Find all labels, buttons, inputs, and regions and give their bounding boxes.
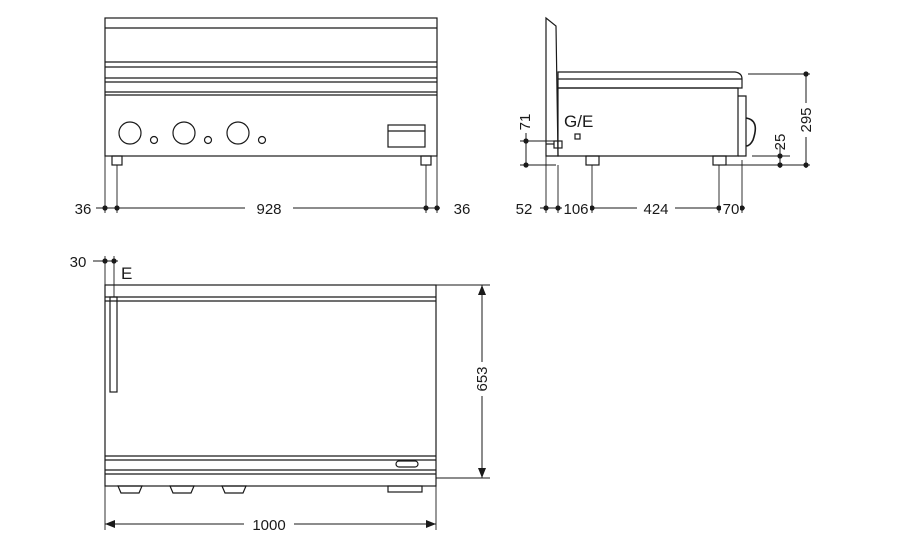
indicator-lamp-3 [257, 135, 267, 145]
side-foot-front [712, 155, 727, 166]
label-electric: E [121, 264, 132, 283]
side-backsplash [545, 16, 559, 157]
top-knob-3 [221, 485, 247, 494]
ge-connection-marker [574, 133, 581, 140]
top-view: 30 E 653 1000 [70, 254, 491, 534]
front-body-outline [104, 17, 438, 157]
dim-front-right-36: 36 [454, 201, 471, 218]
indicator-lamp-2 [203, 135, 213, 145]
front-foot-left [111, 155, 123, 166]
dim-front-left-36: 36 [75, 201, 92, 218]
dim-side-295: 295 [798, 107, 815, 132]
dim-side-106: 106 [563, 201, 588, 218]
side-foot-rear [585, 155, 600, 166]
dim-side-52: 52 [516, 201, 533, 218]
dim-side-424: 424 [643, 201, 668, 218]
dim-side-71: 71 [517, 114, 534, 131]
dim-side-70: 70 [723, 201, 740, 218]
dim-top-1000: 1000 [252, 517, 285, 534]
front-view: 36 928 36 [75, 17, 471, 218]
control-plate [387, 124, 426, 148]
side-griddle-plate [557, 71, 743, 89]
drawer-handle [395, 460, 419, 468]
arrowheads [105, 285, 486, 528]
dim-top-653: 653 [474, 366, 491, 391]
indicator-lamp-1 [149, 135, 159, 145]
top-body-outline [104, 284, 437, 487]
knob-3 [226, 121, 250, 145]
electric-connection-strip [109, 296, 118, 393]
knob-2 [172, 121, 196, 145]
side-view: G/E 71 295 25 [516, 16, 815, 218]
top-knob-2 [169, 485, 195, 494]
dim-top-30: 30 [70, 254, 87, 271]
front-foot-right [420, 155, 432, 166]
top-knob-1 [117, 485, 143, 494]
knob-1 [118, 121, 142, 145]
dim-front-928: 928 [256, 201, 281, 218]
side-knob [745, 117, 757, 147]
label-gas-electric: G/E [564, 112, 593, 131]
top-control-plate [387, 485, 423, 493]
dim-side-25: 25 [772, 134, 789, 151]
